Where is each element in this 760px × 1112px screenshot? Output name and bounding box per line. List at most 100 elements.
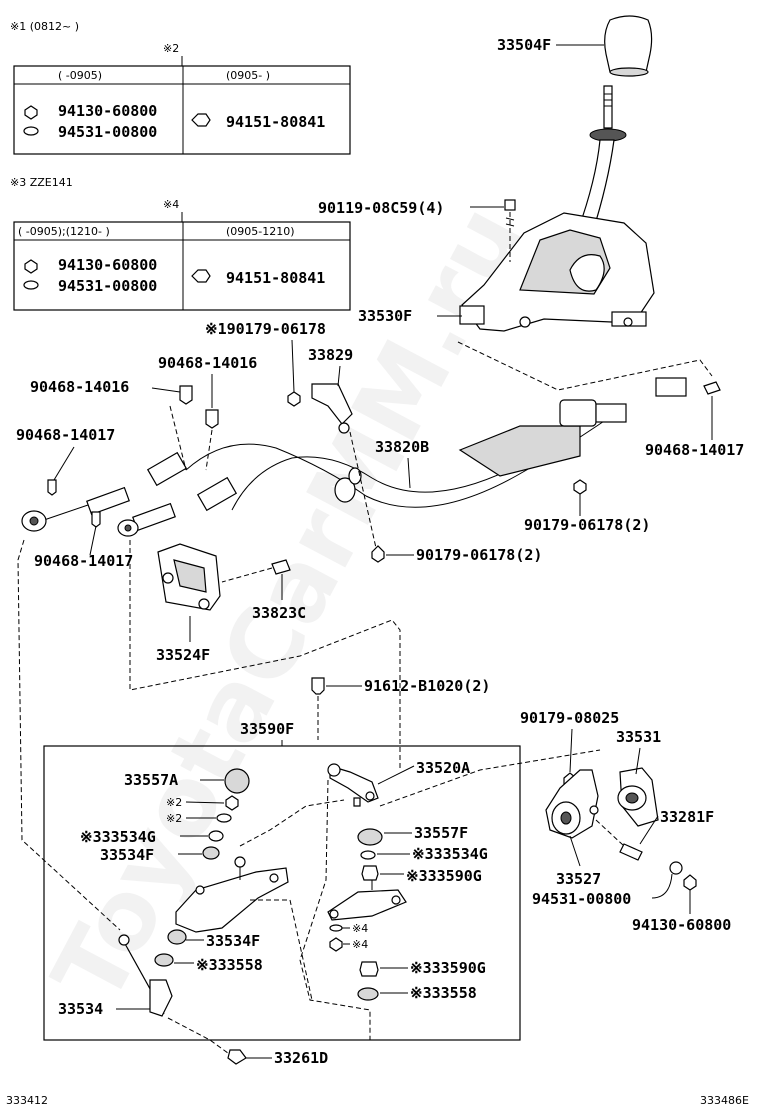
bracket-33524F bbox=[157, 543, 221, 611]
label-33823C: 33823C bbox=[252, 604, 306, 622]
label-90179-08025: 90179-08025 bbox=[520, 709, 619, 727]
bushing-33534G-right bbox=[360, 850, 376, 860]
label-33534G-left: ※333534G bbox=[80, 828, 156, 846]
label-94130: 94130-60800 bbox=[632, 916, 731, 934]
dashed-clip-b bbox=[205, 429, 213, 471]
table-2-col1-header: ( -0905);(1210- ) bbox=[18, 225, 110, 238]
note-3: ※3 ZZE141 bbox=[10, 176, 73, 189]
table-2: ( -0905);(1210- ) (0905-1210) 94130-6080… bbox=[13, 221, 351, 311]
bolt-33823C bbox=[221, 559, 291, 583]
leader-33281F bbox=[639, 815, 659, 845]
retainer-33261D bbox=[227, 1049, 247, 1065]
cap-33558-right bbox=[357, 987, 379, 1001]
table-1-part-94531: 94531-00800 bbox=[58, 123, 157, 141]
bushing-33557F bbox=[357, 828, 383, 846]
mark-4a: ※4 bbox=[352, 922, 368, 935]
bracket-33531 bbox=[617, 767, 659, 827]
label-33590G-a: ※333590G bbox=[406, 867, 482, 885]
nut-90179-top bbox=[287, 391, 301, 407]
label-33524F: 33524F bbox=[156, 646, 210, 664]
bell-crank-33520A bbox=[327, 763, 379, 807]
leader-90468-a bbox=[151, 387, 181, 393]
label-90179-2b: 90179-06178(2) bbox=[416, 546, 542, 564]
leader-90468-d bbox=[89, 525, 97, 556]
bushing-33534G-left bbox=[208, 830, 224, 842]
cable-end-middle bbox=[117, 519, 139, 537]
shift-cable-assembly bbox=[43, 377, 687, 532]
leader-33527 bbox=[569, 835, 581, 867]
label-33534F-left: 33534F bbox=[100, 846, 154, 864]
label-90179-top: ※190179-06178 bbox=[205, 320, 326, 338]
assembly-box-33590F bbox=[43, 745, 521, 1041]
washer-icon bbox=[23, 280, 39, 290]
link-rod-33534 bbox=[118, 934, 173, 1017]
mark-2a: ※2 bbox=[166, 796, 182, 809]
shift-knob bbox=[604, 15, 653, 77]
dashed-link-line bbox=[167, 1017, 233, 1057]
leader-33520A bbox=[377, 765, 415, 785]
nut-mark4-b bbox=[329, 937, 343, 952]
washer-mark2-b bbox=[216, 813, 232, 823]
leader-33829 bbox=[337, 365, 341, 387]
nut-mark2-a bbox=[225, 795, 239, 811]
dashed-inner-c bbox=[250, 899, 313, 1001]
cable-end-left bbox=[21, 510, 47, 532]
dashed-nut-line bbox=[349, 431, 377, 549]
label-33590F: 33590F bbox=[240, 720, 294, 738]
washer-icon bbox=[23, 126, 39, 136]
label-33590G-b: ※333590G bbox=[410, 959, 486, 977]
shift-lever-housing bbox=[459, 212, 655, 332]
label-33534G-right: ※333534G bbox=[412, 845, 488, 863]
table-1-part-94130: 94130-60800 bbox=[58, 102, 157, 120]
ball-33557A bbox=[224, 768, 250, 794]
table-1-col1-header: ( -0905) bbox=[58, 69, 102, 82]
clip-90468-14016-b bbox=[205, 409, 219, 429]
clip-90468-14017-right bbox=[703, 381, 721, 395]
leader-33531 bbox=[635, 747, 641, 775]
washer-mark4-a bbox=[329, 924, 343, 932]
label-33530F: 33530F bbox=[358, 307, 412, 325]
dashed-inner-b bbox=[299, 779, 371, 1040]
table-2-part-94130: 94130-60800 bbox=[58, 256, 157, 274]
nut-90179-right bbox=[573, 479, 587, 495]
clip-90468-14017-left bbox=[47, 479, 57, 496]
label-33557F: 33557F bbox=[414, 824, 468, 842]
bolt-90119 bbox=[504, 199, 516, 262]
label-90468-14016-a: 90468-14016 bbox=[30, 378, 129, 396]
lever-33527 bbox=[545, 769, 599, 839]
label-33520A: 33520A bbox=[416, 759, 470, 777]
label-90468-14016-b: 90468-14016 bbox=[158, 354, 257, 372]
washer-94531 bbox=[669, 861, 683, 875]
dashed-assembly-line-top bbox=[457, 341, 713, 391]
table-1-col2-header: (0905- ) bbox=[226, 69, 270, 82]
nut-icon bbox=[24, 259, 38, 274]
label-33534: 33534 bbox=[58, 1000, 103, 1018]
bushing-33534F-left bbox=[202, 846, 220, 860]
leader-90468-c bbox=[53, 446, 75, 481]
nut-icon bbox=[24, 105, 38, 120]
dashed-inner-a bbox=[239, 799, 345, 847]
cap-33558-left bbox=[154, 953, 174, 967]
label-90468-14017-right: 90468-14017 bbox=[645, 441, 744, 459]
leader-90179-08025 bbox=[569, 728, 573, 773]
shift-lever-bracket bbox=[175, 856, 289, 933]
diagram-code-left: 333412 bbox=[6, 1094, 48, 1107]
label-33504F: 33504F bbox=[497, 36, 551, 54]
clip-90468-14016-a bbox=[179, 385, 193, 405]
label-33558-right: ※333558 bbox=[410, 984, 477, 1002]
dashed-right-line bbox=[379, 749, 601, 807]
label-91612: 91612-B1020(2) bbox=[364, 677, 490, 695]
flange-nut-icon bbox=[191, 113, 211, 127]
label-33534F-lower: 33534F bbox=[206, 932, 260, 950]
note-1: ※1 (0812~ ) bbox=[10, 20, 79, 33]
label-90468-14017-c: 90468-14017 bbox=[16, 426, 115, 444]
label-33281F: 33281F bbox=[660, 808, 714, 826]
mark-4b: ※4 bbox=[352, 938, 368, 951]
label-33527: 33527 bbox=[556, 870, 601, 888]
label-33558-left: ※333558 bbox=[196, 956, 263, 974]
diagram-code-right: 333486E bbox=[700, 1094, 749, 1107]
bolt-91612 bbox=[311, 677, 325, 740]
flange-nut-icon bbox=[191, 269, 211, 283]
shift-lever-rod bbox=[577, 85, 627, 235]
clip-90468-14017-lower bbox=[91, 511, 101, 528]
